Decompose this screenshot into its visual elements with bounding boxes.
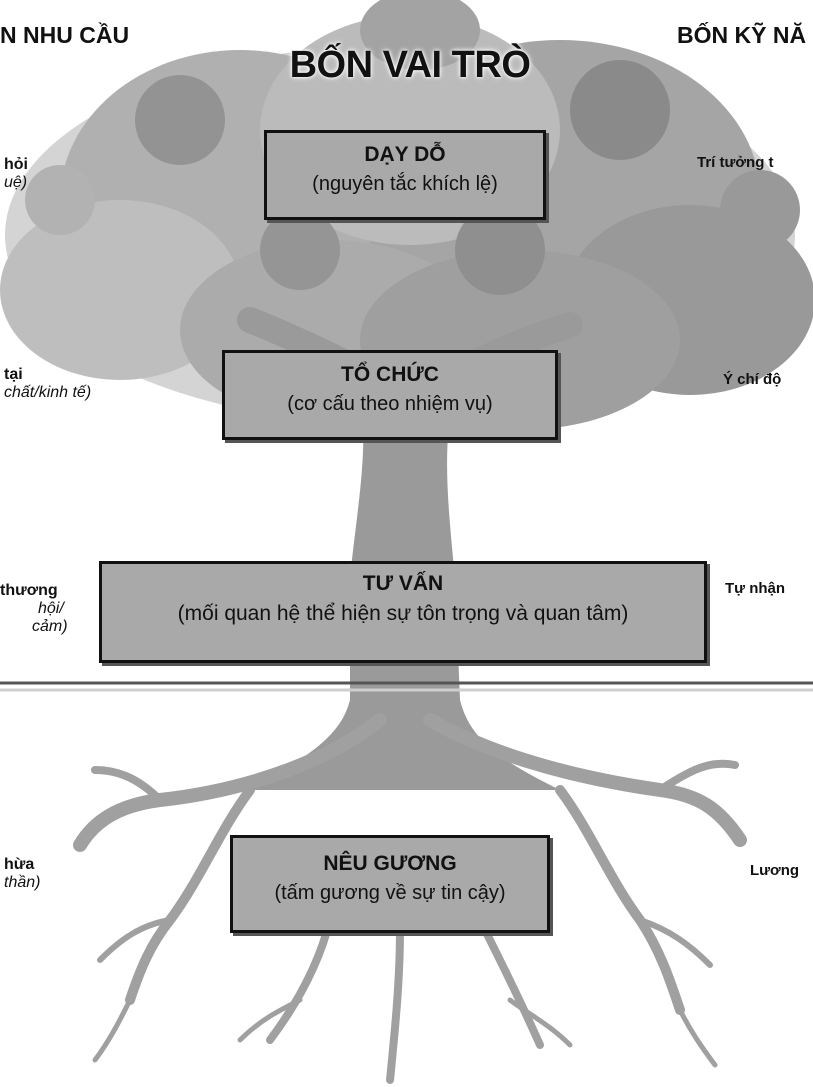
role-box-organizing: TỔ CHỨC (cơ cấu theo nhiệm vụ) <box>222 350 558 440</box>
left-label-bold: hừa <box>4 856 34 873</box>
left-label-italic: cảm) <box>0 618 68 636</box>
role-desc: (mối quan hệ thể hiện sự tôn trọng và qu… <box>102 602 704 626</box>
left-label-1: hỏi uệ) <box>4 156 28 192</box>
left-label-bold: hỏi <box>4 156 28 173</box>
role-desc: (tấm gương về sự tin cậy) <box>233 882 547 905</box>
page-title: BỐN VAI TRÒ <box>280 44 540 87</box>
role-box-counseling: TƯ VẤN (mối quan hệ thể hiện sự tôn trọn… <box>99 561 707 663</box>
right-label-1: Trí tưởng t <box>697 154 774 171</box>
role-desc: (nguyên tắc khích lệ) <box>267 173 543 196</box>
left-label-bold: tại <box>4 366 23 383</box>
role-name: TỔ CHỨC <box>225 363 555 387</box>
left-label-italic: chất/kinh tế) <box>4 384 91 402</box>
role-name: NÊU GƯƠNG <box>233 852 547 876</box>
right-label-3: Tự nhận <box>725 580 785 597</box>
left-label-3: thương hội/ cảm) <box>0 582 68 636</box>
role-name: DẠY DỖ <box>267 143 543 167</box>
heading-right: BỐN KỸ NĂ <box>677 22 806 49</box>
heading-left: N NHU CẦU <box>0 22 129 49</box>
left-label-4: hừa thần) <box>4 856 40 892</box>
left-label-italic: uệ) <box>4 174 28 192</box>
left-label-bold: thương <box>0 582 58 599</box>
role-box-modeling: NÊU GƯƠNG (tấm gương về sự tin cậy) <box>230 835 550 933</box>
role-desc: (cơ cấu theo nhiệm vụ) <box>225 393 555 416</box>
role-box-teaching: DẠY DỖ (nguyên tắc khích lệ) <box>264 130 546 220</box>
left-label-italic: hội/ <box>0 600 68 618</box>
right-label-4: Lương <box>750 862 799 879</box>
left-label-2: tại chất/kinh tế) <box>4 366 91 402</box>
right-label-2: Ý chí độ <box>723 371 781 388</box>
role-name: TƯ VẤN <box>102 572 704 596</box>
left-label-italic: thần) <box>4 874 40 892</box>
